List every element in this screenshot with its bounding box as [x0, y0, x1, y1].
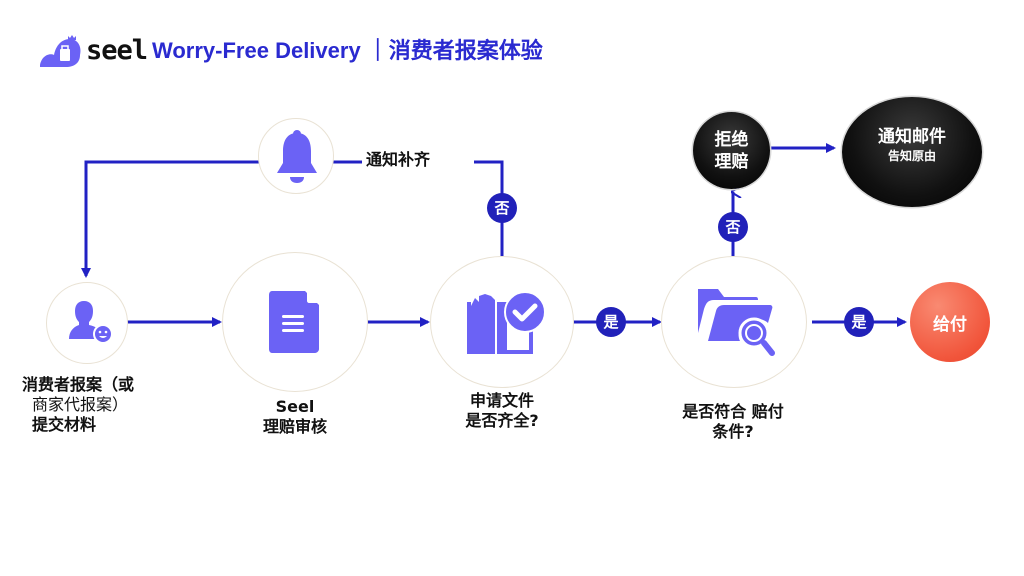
folder-search-icon [698, 289, 775, 356]
docs-check-node [430, 256, 574, 388]
document-icon [269, 291, 319, 353]
eligibility-node [661, 256, 807, 388]
user-smile-icon [69, 301, 113, 344]
payout-label: 给付 [933, 314, 967, 335]
reject-claim-node: 拒绝 理赔 [693, 112, 770, 189]
review-label: Seel 理赔审核 [225, 397, 365, 437]
notify-email-title: 通知邮件 [878, 127, 946, 147]
seel-mascot-icon [40, 35, 81, 67]
bell-icon [277, 130, 317, 183]
docs-complete-badge: 是 [596, 307, 626, 337]
docs-check-label-line-1: 申请文件 [469, 391, 534, 410]
reject-label-line-2: 理赔 [714, 151, 749, 172]
eligibility-label: 是否符合 赔付 条件? [650, 402, 816, 442]
submit-label: 消费者报案（或 商家代报案） 提交材料 [22, 375, 172, 435]
review-label-line-1: Seel [275, 397, 315, 416]
submit-label-line-2: 商家代报案） [32, 395, 129, 414]
docs-check-label-line-2: 是否齐全? [465, 411, 539, 430]
eligible-badge: 是 [844, 307, 874, 337]
payout-node: 给付 [910, 282, 990, 362]
notify-email-subtitle: 告知原由 [887, 149, 936, 163]
review-label-line-2: 理赔审核 [262, 417, 327, 436]
seel-logo: seel [38, 33, 158, 69]
documents-check-icon [467, 291, 546, 354]
page-title: Worry-Free Delivery ｜消费者报案体验 [152, 38, 543, 63]
docs-incomplete-badge: 否 [487, 193, 517, 223]
submit-node [46, 282, 128, 364]
eligibility-label-line-1: 是否符合 赔付 [682, 402, 784, 421]
review-node [222, 252, 368, 392]
logo-wordmark: seel [86, 35, 148, 66]
notify-email-node: 通知邮件 告知原由 [842, 97, 982, 207]
ineligible-badge: 否 [718, 212, 748, 242]
submit-label-line-3: 提交材料 [32, 415, 97, 434]
notify-supplement-node [258, 118, 334, 194]
reject-label-line-1: 拒绝 [714, 129, 749, 150]
docs-check-label: 申请文件 是否齐全? [430, 391, 574, 431]
submit-label-line-1: 消费者报案（或 [22, 375, 135, 394]
notify-supplement-label: 通知补齐 [366, 150, 431, 169]
eligibility-label-line-2: 条件? [712, 422, 754, 441]
